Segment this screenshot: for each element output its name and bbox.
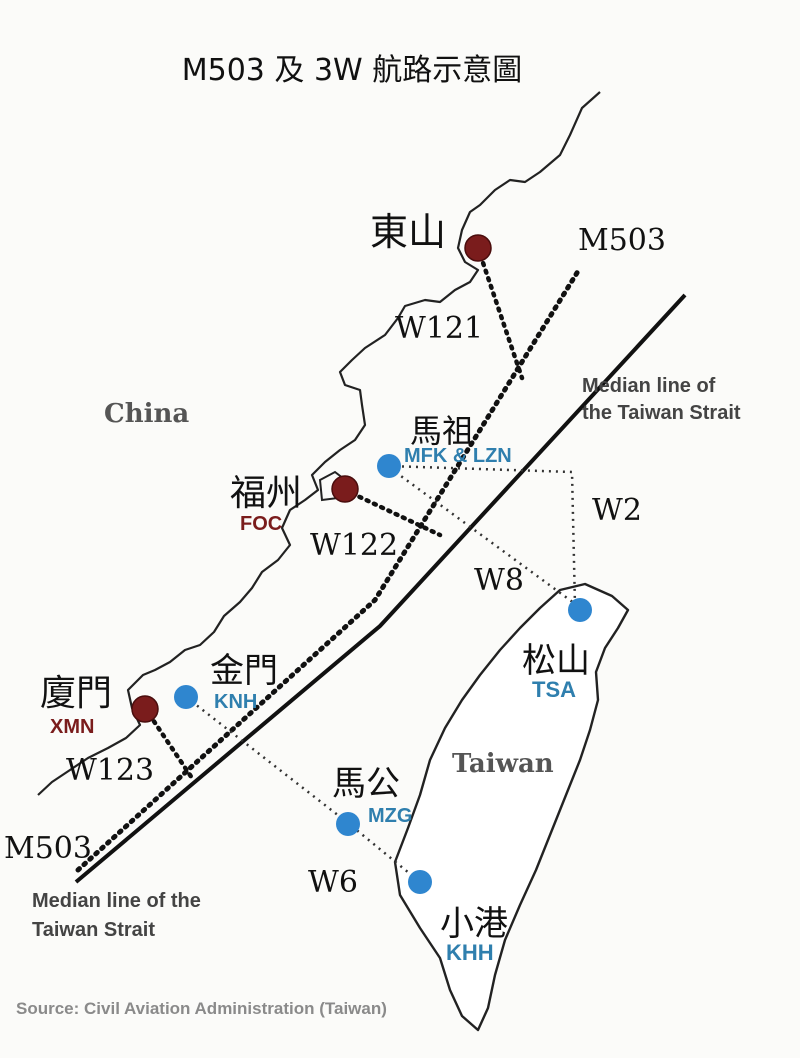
place-name-dongshan: 東山 [370, 210, 446, 254]
route-label-w2: W2 [592, 493, 642, 528]
airport-code-songshan: TSA [532, 677, 576, 702]
city-marker-kinmen [174, 685, 198, 709]
route-m503 [75, 265, 583, 873]
route-w2 [387, 464, 577, 607]
median-line-label-right-1: Median line of [582, 375, 716, 397]
city-marker-xiamen [131, 695, 159, 723]
airport-code-magong: MZG [368, 805, 412, 827]
region-label-china: China [104, 399, 189, 429]
route-w122 [342, 487, 443, 538]
source-note: Source: Civil Aviation Administration (T… [16, 999, 387, 1018]
median-line-label-left-2: Taiwan Strait [32, 919, 155, 941]
place-name-magong: 馬公 [332, 764, 400, 804]
airport-code-fuzhou: FOC [240, 513, 282, 535]
place-name-songshan: 松山 [522, 641, 590, 681]
route-w121 [475, 245, 525, 381]
median-line [74, 293, 687, 884]
place-name-xiamen: 廈門 [40, 673, 112, 714]
route-label-m503-top: M503 [578, 223, 666, 258]
city-marker-fuzhou [331, 475, 359, 503]
map-title: M503 及 3W 航路示意圖 [182, 53, 523, 88]
airport-code-xiaogang: KHH [446, 940, 494, 965]
region-label-taiwan: Taiwan [452, 749, 554, 779]
city-marker-xiaogang [408, 870, 432, 894]
airport-code-xiamen: XMN [50, 716, 94, 738]
place-name-matsu: 馬祖 [410, 412, 474, 450]
route-label-w121: W121 [395, 311, 483, 346]
median-line-label-right-2: the Taiwan Strait [582, 402, 741, 424]
city-marker-magong [336, 812, 360, 836]
airport-code-kinmen: KNH [214, 691, 257, 713]
place-name-xiaogang: 小港 [440, 904, 508, 944]
route-label-m503-bottom: M503 [4, 831, 92, 866]
city-marker-matsu [377, 454, 401, 478]
route-label-w123: W123 [66, 753, 154, 788]
route-label-w8: W8 [474, 563, 524, 598]
route-label-w122: W122 [310, 528, 398, 563]
median-line-label-left-1: Median line of the [32, 890, 201, 912]
route-w6 [185, 696, 421, 883]
china-coastline [37, 91, 601, 796]
taiwan-outline [393, 582, 630, 1032]
city-marker-dongshan [464, 234, 492, 262]
place-name-fuzhou: 福州 [230, 473, 302, 514]
city-marker-songshan [568, 598, 592, 622]
place-name-kinmen: 金門 [210, 651, 278, 691]
route-label-w6: W6 [308, 865, 358, 900]
airport-code-matsu: MFK & LZN [404, 445, 512, 467]
